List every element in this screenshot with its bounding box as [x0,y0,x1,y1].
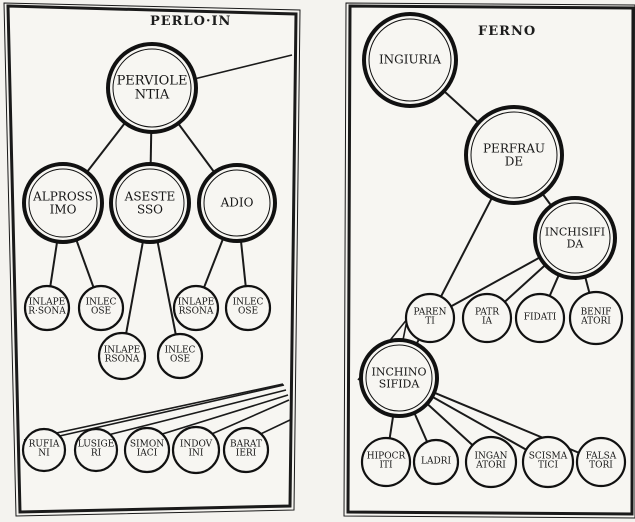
left-panel-frame [3,2,301,517]
node-circle-scismatici [521,435,575,489]
node-circle-inchinosifida [359,338,439,418]
node-circle-fidati [514,292,566,344]
left-panel-title: PERLO·IN [150,14,232,29]
node-circle-lusigeri [73,427,119,473]
node-circle-inlapersona-2 [97,331,147,381]
node-circle-benifatori [568,290,624,346]
node-inner-ring-inchisifida-1 [539,202,611,274]
node-layer [21,12,627,489]
node-circle-rufiani [21,427,67,473]
node-circle-inchisifida-1 [533,196,617,280]
node-inner-ring-inchinosifida [365,344,433,412]
node-inner-ring-alprossimo [28,168,98,238]
node-circle-perfraude [464,105,564,205]
node-circle-ingiuria [362,12,458,108]
node-circle-adio [197,163,277,243]
node-inner-ring-perfraude [470,111,558,199]
node-inner-ring-adio [203,169,271,237]
node-circle-indovini [171,425,221,475]
node-circle-alprossimo [22,162,104,244]
node-circle-baratieri [222,426,270,474]
node-circle-inlecose-3 [224,284,272,332]
node-circle-inlapersona-3 [172,284,220,332]
node-inner-ring-asestesso [115,168,185,238]
node-circle-inlecose-1 [77,284,125,332]
node-circle-inlecose-2 [156,332,204,380]
node-circle-asestesso [109,162,191,244]
node-circle-parenti [404,292,456,344]
node-inner-ring-ingiuria [368,18,452,102]
node-circle-falsatori [575,436,627,488]
node-circle-simoniaci [123,426,171,474]
node-circle-ingannatori [464,435,518,489]
node-circle-ladri [412,438,460,486]
node-inner-ring-perviolentia [112,48,192,128]
node-circle-perviolentia [106,42,198,134]
right-panel-title: FERNO [478,24,537,39]
node-circle-hipocriti [360,436,412,488]
node-circle-patria [461,292,513,344]
node-circle-inlapersona-1 [23,284,71,332]
